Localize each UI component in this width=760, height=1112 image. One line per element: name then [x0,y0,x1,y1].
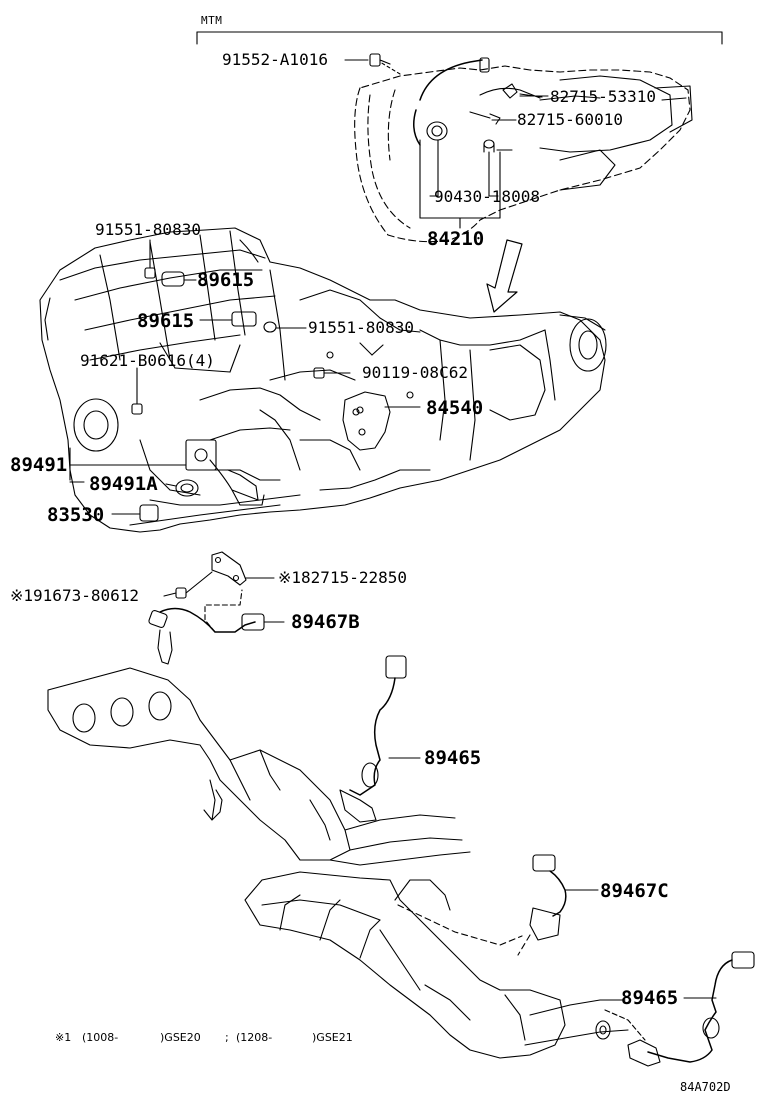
bolt-90119 [313,342,384,379]
part-label-89465-upper[interactable]: 89465 [424,747,482,769]
exhaust-manifold-rear [244,871,629,1059]
part-label-91551-80830-top[interactable]: 91551-80830 [95,220,201,239]
oring-89491A [165,479,199,497]
sensor-89465-upper [339,655,421,823]
part-label-91673-80612[interactable]: ※191673-80612 [10,586,139,605]
leader-90430 [429,139,499,197]
part-label-82715-22850[interactable]: ※182715-22850 [278,568,407,587]
bolt-91552 [344,53,391,67]
part-label-91552-a1016[interactable]: 91552-A1016 [222,50,328,69]
bracket-82715-22850 [163,551,275,599]
footnote-model-2: )GSE21 [312,1031,353,1044]
sensor-89467C [397,854,599,956]
sensor-89491 [69,439,265,506]
part-label-89491[interactable]: 89491 [10,454,68,476]
footnote-separator: ; [225,1031,229,1044]
switch-84540 [342,391,421,451]
exhaust-manifold-front [47,667,471,866]
footnote-model-1: )GSE20 [160,1031,201,1044]
part-label-89467c[interactable]: 89467C [600,880,669,902]
mtm-tag: MTM [201,14,223,27]
part-label-89467b[interactable]: 89467B [291,611,360,633]
part-label-84540[interactable]: 84540 [426,397,484,419]
figure-code: 84A702D [680,1080,731,1094]
part-label-90430-18008[interactable]: 90430-18008 [434,187,540,206]
part-label-90119-08c62[interactable]: 90119-08C62 [362,363,468,382]
part-label-89615-mid[interactable]: 89615 [137,310,195,332]
mtm-bracket [196,31,723,45]
part-label-91551-80830-mid[interactable]: 91551-80830 [308,318,414,337]
down-arrow-icon [486,239,523,313]
part-label-89491a[interactable]: 89491A [89,473,158,495]
leader-84210 [419,139,501,229]
switch-83530 [111,504,159,522]
sensor-89467B [148,589,285,665]
part-label-89465-lower[interactable]: 89465 [621,987,679,1009]
footnote-range-2: (1208- [236,1031,273,1044]
part-label-83530[interactable]: 83530 [47,504,105,526]
part-label-84210[interactable]: 84210 [427,228,485,250]
sensor-89615-top [161,271,197,287]
part-label-82715-53310[interactable]: 82715-53310 [550,87,656,106]
leader-91621 [131,342,241,415]
engine-assembly [39,227,607,533]
manual-transmission-upper [354,57,693,243]
footnote-mark: ※1 [55,1031,72,1044]
sensor-89465-lower [627,951,755,1067]
footnote-range-1: (1008- [82,1031,119,1044]
part-label-82715-60010[interactable]: 82715-60010 [517,110,623,129]
part-label-89615-top[interactable]: 89615 [197,269,255,291]
part-label-91621-b0616[interactable]: 91621-B0616(4) [80,351,215,370]
sensor-89615-mid [199,311,277,333]
bolt-91551-top [144,239,156,279]
